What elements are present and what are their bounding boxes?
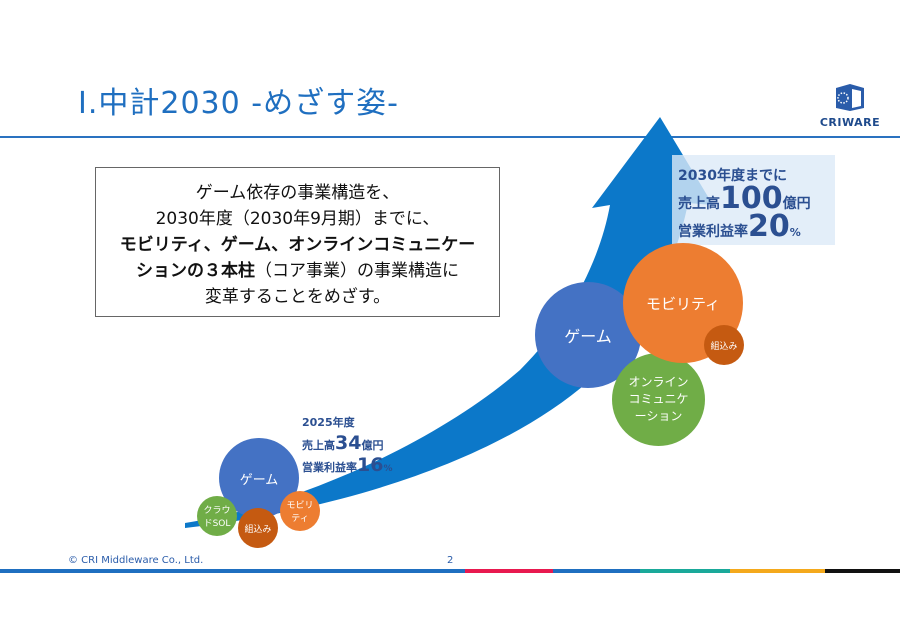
criware-logo: CRIWARE bbox=[815, 82, 885, 129]
message-line-bold: ションの３本柱 bbox=[136, 261, 255, 281]
header-divider bbox=[0, 136, 900, 138]
footer-bar-segment bbox=[825, 569, 900, 573]
circle-2025-mobility: モビリティ bbox=[280, 491, 320, 531]
message-line-bold: モビリティ、ゲーム、オンラインコミュニケー bbox=[119, 235, 476, 255]
goal-sales-value: 100 bbox=[720, 181, 783, 216]
logo-cube-icon bbox=[836, 84, 864, 111]
goal-label: 2030年度までに bbox=[678, 168, 787, 184]
message-line: （コア事業）の事業構造に bbox=[255, 261, 459, 281]
kpi-margin-value: 16 bbox=[357, 454, 384, 476]
footer-bar-segment bbox=[730, 569, 825, 573]
strategy-message-box: ゲーム依存の事業構造を、 2030年度（2030年9月期）までに、 モビリティ、… bbox=[95, 167, 500, 317]
footer-bar-segment bbox=[640, 569, 730, 573]
footer-bar-segment bbox=[465, 569, 553, 573]
page-number: 2 bbox=[447, 555, 454, 566]
kpi-sales-label: 売上高 bbox=[302, 439, 335, 452]
goal-sales-label: 売上高 bbox=[678, 196, 720, 212]
kpi-sales-value: 34 bbox=[335, 432, 362, 454]
circle-2025-embedded: 組込み bbox=[238, 508, 278, 548]
circle-2025-cloud: クラウドSOL bbox=[197, 496, 237, 536]
footer-color-bar bbox=[0, 569, 900, 573]
logo-text: CRIWARE bbox=[819, 116, 881, 129]
kpi-label: 2025年度 bbox=[302, 416, 355, 429]
circle-2030-embedded: 組込み bbox=[704, 325, 744, 365]
kpi-sales-unit: 億円 bbox=[361, 439, 384, 452]
footer-bar-segment bbox=[553, 569, 640, 573]
kpi-margin-label: 営業利益率 bbox=[302, 461, 357, 474]
message-line: 変革することをめざす。 bbox=[204, 287, 391, 307]
goal-margin-label: 営業利益率 bbox=[678, 224, 748, 240]
goal-margin-value: 20 bbox=[748, 209, 790, 244]
footer-bar-segment bbox=[0, 569, 465, 573]
goal-margin-unit: % bbox=[789, 226, 801, 239]
goal-sales-unit: 億円 bbox=[782, 196, 811, 212]
circle-2030-online: オンラインコミュニケーション bbox=[612, 353, 705, 446]
message-line: 2030年度（2030年9月期）までに、 bbox=[155, 209, 440, 229]
page-title: Ⅰ.中計2030 -めざす姿- bbox=[78, 86, 399, 121]
kpi-margin-unit: % bbox=[383, 464, 393, 474]
message-line: ゲーム依存の事業構造を、 bbox=[195, 183, 400, 203]
footer-copyright: © CRI Middleware Co., Ltd. bbox=[68, 555, 204, 566]
goal-2030-box: 2030年度までに 売上高100億円 営業利益率20% bbox=[672, 155, 835, 245]
kpi-2025: 2025年度 売上高34億円 営業利益率16% bbox=[302, 414, 392, 476]
